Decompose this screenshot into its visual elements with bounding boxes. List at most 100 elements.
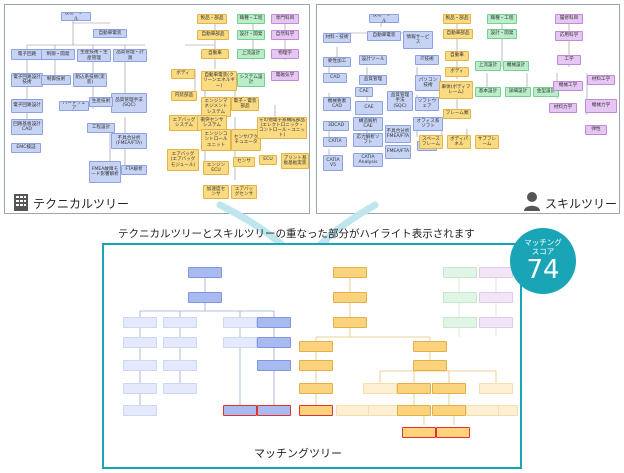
skill-node-g-up: 上流設計 xyxy=(475,61,501,71)
skill-node-b-cae: CAE xyxy=(355,101,383,115)
match-node-b-l3b xyxy=(163,337,197,348)
match-node-y-l5e xyxy=(479,383,513,394)
match-node-b-l4b xyxy=(163,360,197,371)
skill-node-y-body: ボディ xyxy=(445,67,469,77)
match-node-y-l6d xyxy=(397,405,431,416)
match-node-g-2 xyxy=(443,292,477,303)
match-node-y-l3a xyxy=(299,341,333,352)
match-node-y-hit1 xyxy=(299,405,333,416)
skill-node-y-panel: ボディパネル xyxy=(447,135,471,149)
tech-node-y-r2: 自動車部品 xyxy=(197,30,229,40)
tech-node-y-print: プリント基板基板実装 xyxy=(281,153,309,169)
match-node-b-l6a xyxy=(123,405,157,416)
match-node-y-l5d xyxy=(432,383,466,394)
match-node-b-l5b xyxy=(163,383,197,394)
skill-node-b-hyper: 構造解析CAE xyxy=(353,117,383,131)
skill-node-p-eng: 工学 xyxy=(557,55,581,65)
skill-node-b-qm: 品質管理 xyxy=(359,75,387,85)
skill-node-y-frame: 車体(ボディフレーム) xyxy=(439,81,473,99)
tech-node-b-g3: FTA解析 xyxy=(121,165,147,175)
skill-node-b-it: IT技術 xyxy=(415,55,439,65)
skill-node-p-mat: 材料工学 xyxy=(587,75,615,85)
skill-node-y-sub: サブフレーム xyxy=(475,135,499,149)
skill-node-y-fr: フレーム類 xyxy=(443,109,471,119)
matching-score-badge: マッチングスコア 74 xyxy=(510,228,576,294)
tech-node-y-eng-ecu: エンジンECU xyxy=(203,161,229,175)
tech-node-y-int: 内装部品 xyxy=(171,91,197,101)
tech-node-b-root: 技術・ツール xyxy=(61,12,91,21)
match-node-b-hit2 xyxy=(257,405,291,416)
skill-node-b-off: オフィス系ソフト xyxy=(413,117,443,131)
skill-node-y-car: 自動車 xyxy=(445,51,469,61)
tech-node-b-f2: 工程設計 xyxy=(87,123,115,133)
tech-node-g-up: 上流設計 xyxy=(237,49,265,59)
match-node-y-l4b xyxy=(413,360,447,371)
tech-node-b-d1: 電子回路設計技術 xyxy=(11,73,43,87)
skill-node-b-catia: CATIA xyxy=(323,137,347,147)
building-icon xyxy=(14,194,28,211)
skill-node-b-cad: CAD xyxy=(323,73,347,83)
match-node-b-l3c xyxy=(223,337,257,348)
match-node-b-root xyxy=(188,267,222,278)
tech-node-y-air2: エアバッグ(エアバッグモジュール) xyxy=(167,149,199,171)
match-node-y-l3b xyxy=(413,341,447,352)
tech-node-y-acc: 加速度センサ xyxy=(203,185,229,199)
tech-node-p-nat: 自然科学 xyxy=(271,30,299,40)
match-node-g-1 xyxy=(443,267,477,278)
match-node-b-auto xyxy=(188,292,222,303)
match-node-b-l2d xyxy=(257,317,291,328)
match-node-p-1 xyxy=(479,267,513,278)
tech-node-y-sensor: センサ xyxy=(233,157,255,167)
skill-node-g-shape: 金型設計 xyxy=(533,87,559,97)
skill-node-b-sw: ソフトウェア xyxy=(415,97,439,111)
skill-node-b-cae2: CAE xyxy=(355,87,373,97)
skill-node-p-str: 材料力学 xyxy=(549,103,577,113)
tech-node-y-engine: エンジンコントロールユニット xyxy=(201,129,231,151)
tech-node-g-dev: 設計・開発 xyxy=(237,30,265,40)
matching-tree-caption: マッチングツリー xyxy=(254,447,342,460)
tech-node-b-d3: 組込系技術(実装) xyxy=(73,73,107,87)
tech-node-y-sensor1: 衝突センサシステム xyxy=(197,115,227,131)
match-node-p-2 xyxy=(479,292,513,303)
tech-node-b-g2: FMEA故障モード影響解析 xyxy=(89,161,121,183)
tech-node-p-eng: 電磁気学 xyxy=(271,71,299,81)
skill-tree-caption: スキルツリー xyxy=(545,197,618,211)
tech-node-b-c3: 生産技術・生産管理 xyxy=(77,49,111,62)
technical-tree-panel: 技術・ツール 自動車電装 電子回路 制御・開発 生産技術・生産管理 品質管理・計… xyxy=(4,4,310,214)
tech-node-b-e2: ハードウェア xyxy=(59,101,89,111)
tech-node-p-phys: 物理学 xyxy=(271,49,299,59)
match-node-b-l4a xyxy=(123,360,157,371)
match-node-y-l6g xyxy=(498,405,518,416)
match-node-y-car xyxy=(333,317,367,328)
skill-node-b-ac: 機械要素CAD xyxy=(323,97,351,111)
tech-node-b-c2: 制御・開発 xyxy=(41,49,75,60)
skill-node-g-type: 職種・工程 xyxy=(487,14,517,24)
tech-node-b-c4: 品質管理・計測 xyxy=(113,49,147,62)
tech-node-y-airbag: エアバッグシステム xyxy=(169,115,199,131)
match-node-y-l6b xyxy=(336,405,370,416)
tech-node-b-f3: 不具合分析(FMEA/FTA) xyxy=(111,133,147,149)
skill-node-g-detail: 詳細設計 xyxy=(505,87,531,97)
tech-node-b-e1: 電子回路設計 xyxy=(11,99,43,113)
tech-node-b-g1: EMC検証 xyxy=(11,143,41,153)
match-node-b-l3a xyxy=(123,337,157,348)
match-node-b-l2b xyxy=(163,317,197,328)
tech-node-p-field: 専門科目 xyxy=(271,14,299,24)
tech-node-y-r3: 自動車 xyxy=(201,49,229,59)
skill-node-b-v5: CATIA V5 xyxy=(323,155,343,171)
tech-node-b-f1: 回路基板設計CAD xyxy=(11,119,43,135)
match-node-g-3 xyxy=(443,317,477,328)
match-node-b-l5a xyxy=(123,383,157,394)
matching-score-value: 74 xyxy=(526,255,560,285)
skill-node-y-ap: 自動車部品 xyxy=(443,29,473,39)
skill-node-b-root: 技術・ツール xyxy=(369,14,399,23)
tech-node-y-elec: 自動車電装(クリーンエネルギー) xyxy=(201,71,237,91)
tech-node-g-sys: システム設計 xyxy=(237,73,265,87)
skill-node-b-qms: 品質管理手法(SQC) xyxy=(387,91,413,111)
match-node-y-ap xyxy=(333,292,367,303)
skill-node-p-hist: 履修科目 xyxy=(555,14,583,24)
tech-node-y-other: その他電子系構成部品(エレクトロニック・コントロール・ユニット) xyxy=(257,117,307,139)
match-node-y-l5b xyxy=(363,383,397,394)
matching-tree-panel: マッチングツリー xyxy=(102,243,522,469)
match-node-b-l2a xyxy=(123,317,157,328)
